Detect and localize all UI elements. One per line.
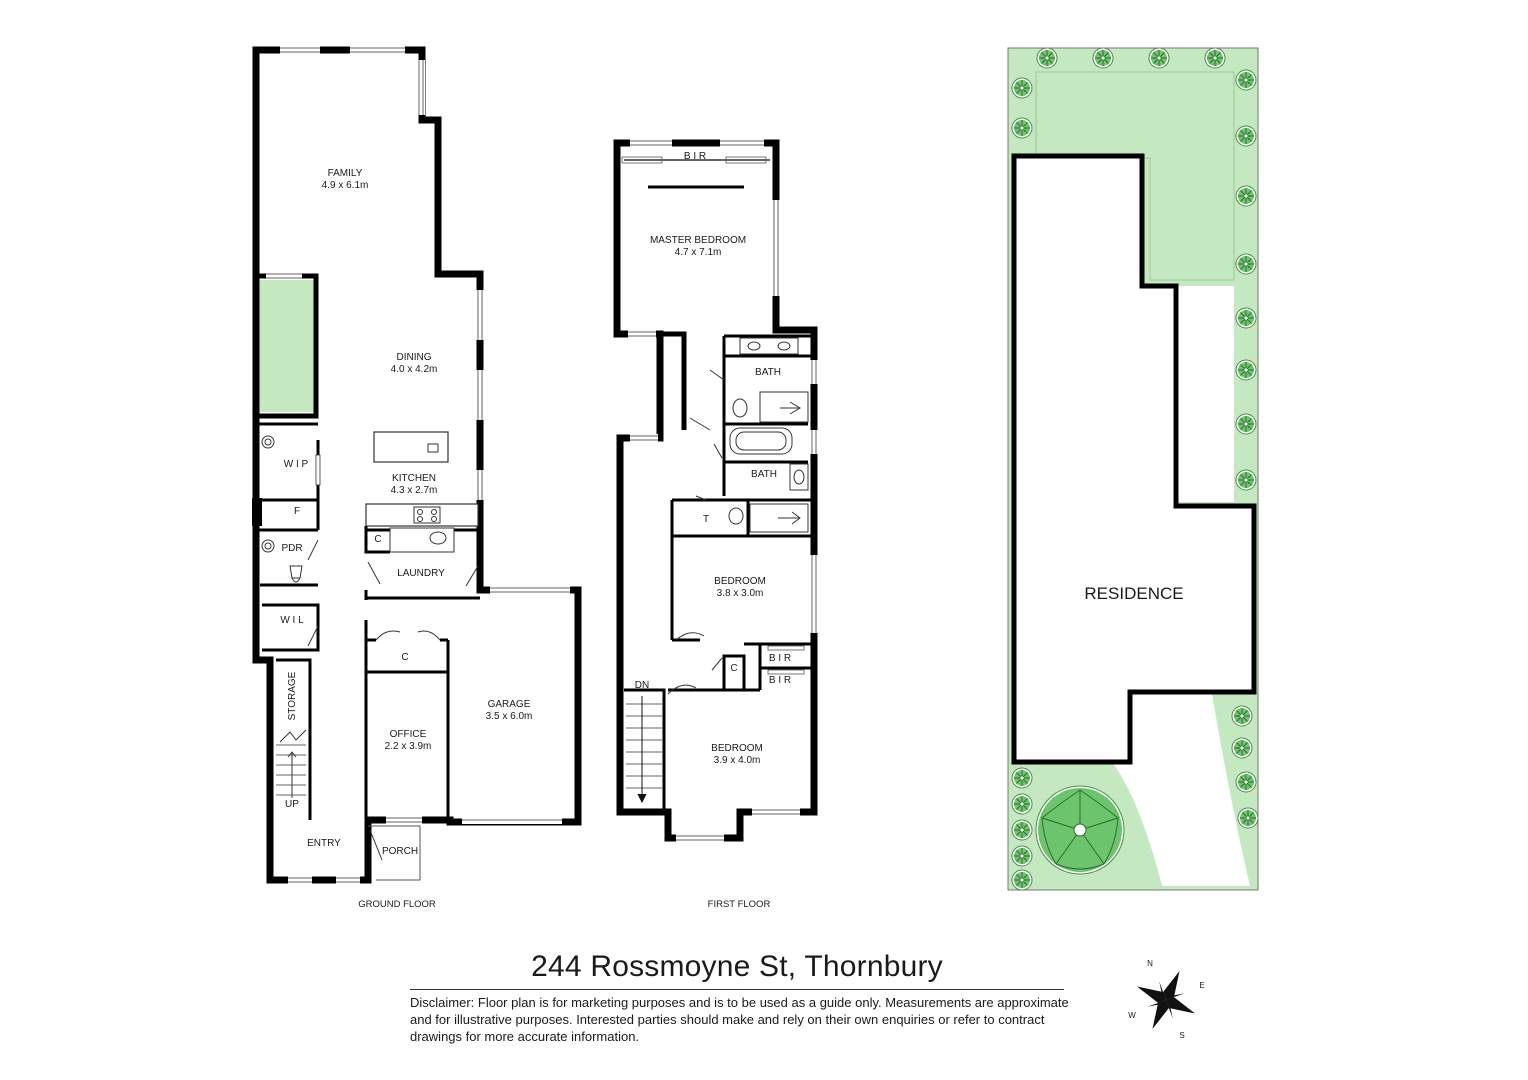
courtyard-garden: [254, 280, 314, 412]
shrub-icon: [1092, 47, 1114, 69]
dining-label: DINING: [397, 352, 432, 363]
office-walls: [364, 590, 480, 820]
shrub-icon: [1011, 793, 1033, 815]
wil-label: W I L: [280, 615, 304, 626]
porch-label: PORCH: [382, 846, 418, 857]
garage-size: 3.5 x 6.0m: [486, 711, 533, 722]
first-floor-label: FIRST FLOOR: [708, 899, 771, 910]
compass-east: E: [1199, 981, 1204, 990]
first-floor-outer-wall: [613, 139, 818, 842]
site-plan: RESIDENCE: [1007, 47, 1259, 891]
shrub-icon: [1235, 69, 1257, 91]
bedroom-2-label: BEDROOM: [711, 743, 763, 754]
dining-size: 4.0 x 4.2m: [391, 364, 438, 375]
residence-label: RESIDENCE: [1084, 584, 1183, 603]
shrub-icon: [1011, 117, 1033, 139]
laundry-cupboard-label: C: [374, 534, 381, 545]
office-size: 2.2 x 3.9m: [385, 741, 432, 752]
shrub-icon: [1231, 737, 1253, 759]
shrub-icon: [1235, 469, 1257, 491]
master-bedroom-label: MASTER BEDROOM: [650, 235, 746, 246]
pdr-label: PDR: [281, 543, 302, 554]
stair-down-label: DN: [635, 680, 649, 691]
fridge-label: F: [294, 506, 300, 517]
master-bedroom-size: 4.7 x 7.1m: [675, 247, 722, 258]
kitchen-label: KITCHEN: [392, 473, 436, 484]
shrub-icon: [1011, 77, 1033, 99]
property-address: 244 Rossmoyne St, Thornbury: [531, 950, 943, 983]
bedroom-1-label: BEDROOM: [714, 576, 766, 587]
wip-label: W I P: [284, 459, 309, 470]
shrub-icon: [1036, 47, 1058, 69]
compass-west: W: [1128, 1011, 1136, 1020]
master-bir-label: B I R: [684, 151, 706, 162]
bedroom-2-size: 3.9 x 4.0m: [714, 755, 761, 766]
entry-label: ENTRY: [307, 838, 341, 849]
office-cupboard-label: C: [401, 652, 408, 663]
bath-1-label: BATH: [755, 367, 781, 378]
disclaimer-text: Disclaimer: Floor plan is for marketing …: [410, 995, 1069, 1044]
bir-1-label: B I R: [769, 653, 791, 664]
cupboard-label: C: [730, 663, 737, 674]
ground-floor-label: GROUND FLOOR: [358, 899, 436, 910]
shrub-icon: [1011, 819, 1033, 841]
kitchen-size: 4.3 x 2.7m: [391, 485, 438, 496]
shrub-icon: [1235, 125, 1257, 147]
shrub-icon: [1237, 807, 1259, 829]
shrub-icon: [1011, 869, 1033, 891]
first-floor-plan: B I R MASTER BEDROOM 4.7 x 7.1m BATH BAT…: [613, 139, 818, 910]
shrub-icon: [1235, 307, 1257, 329]
compass-south: S: [1179, 1031, 1184, 1040]
bedroom-1-size: 3.8 x 3.0m: [717, 588, 764, 599]
storage-label: STORAGE: [287, 671, 298, 720]
kitchen-island: [373, 431, 449, 463]
shrub-icon: [1235, 253, 1257, 275]
shrub-icon: [1011, 767, 1033, 789]
floor-plan: FAMILY 4.9 x 6.1m DINING 4.0 x 4.2m KITC…: [252, 46, 1259, 910]
bath-2-label: BATH: [751, 469, 777, 480]
shrub-icon: [1235, 185, 1257, 207]
toilet-label: T: [703, 514, 709, 525]
tree-icon: [1035, 785, 1125, 875]
ground-floor-outer-wall: [252, 46, 582, 884]
shrub-icon: [1235, 413, 1257, 435]
family-size: 4.9 x 6.1m: [322, 180, 369, 191]
stair-up-label: UP: [285, 799, 299, 810]
kitchen-bench: [365, 503, 479, 527]
laundry-label: LAUNDRY: [397, 568, 445, 579]
garage-label: GARAGE: [488, 699, 531, 710]
shrub-icon: [1235, 771, 1257, 793]
title-divider: [410, 989, 1064, 990]
ground-floor-plan: FAMILY 4.9 x 6.1m DINING 4.0 x 4.2m KITC…: [252, 46, 582, 910]
shrub-icon: [1148, 47, 1170, 69]
office-label: OFFICE: [390, 729, 427, 740]
shrub-icon: [1011, 845, 1033, 867]
compass-icon: N E S W: [1128, 959, 1204, 1040]
residence-footprint: [1011, 153, 1257, 765]
compass-north: N: [1147, 959, 1153, 968]
shrub-icon: [1204, 47, 1226, 69]
bir-2-label: B I R: [769, 675, 791, 686]
shrub-icon: [1235, 359, 1257, 381]
shrub-icon: [1231, 705, 1253, 727]
family-label: FAMILY: [328, 168, 363, 179]
